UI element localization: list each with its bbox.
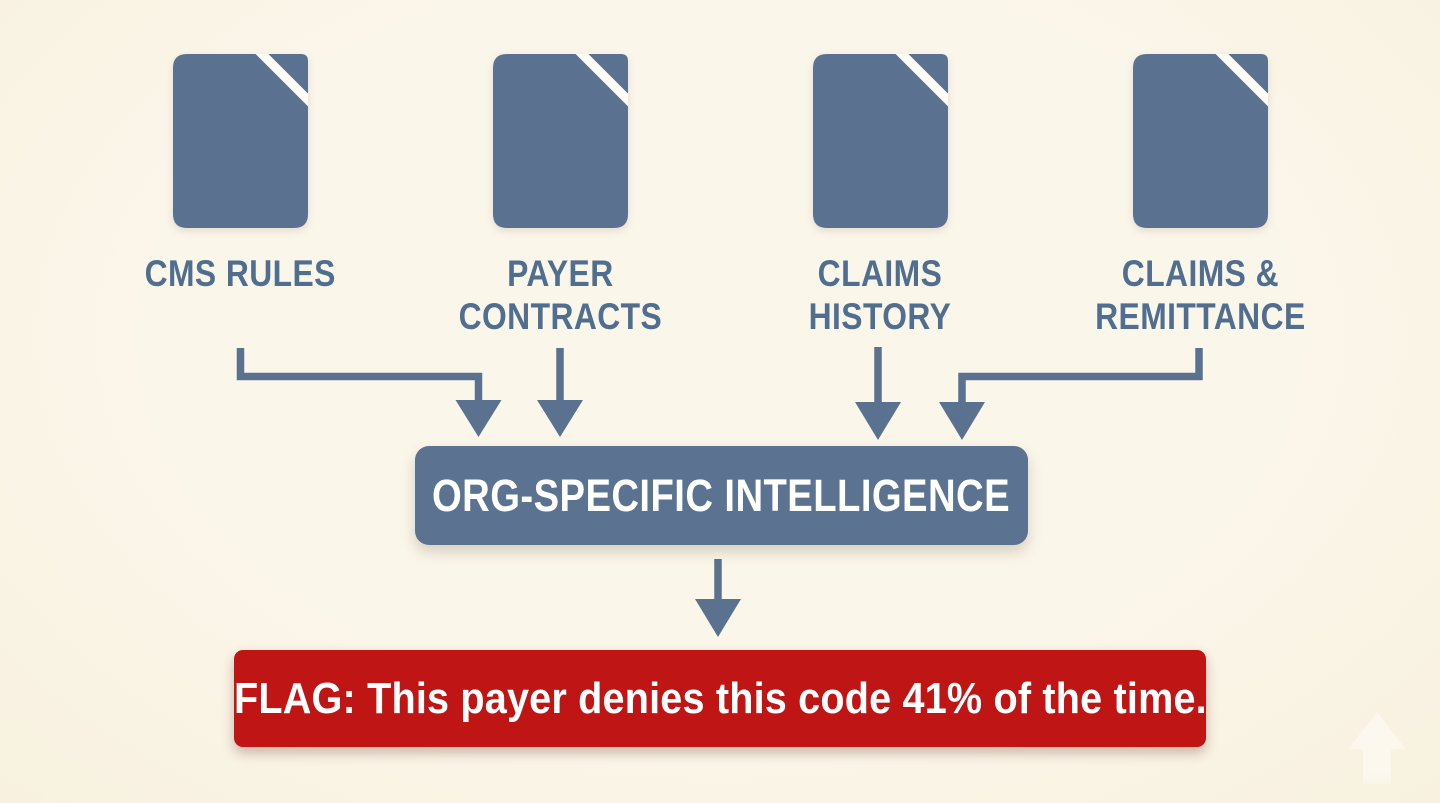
flag-label: FLAG: This payer denies this code 41% of… (233, 673, 1207, 723)
hub-box: ORG-SPECIFIC INTELLIGENCE (415, 446, 1028, 545)
source-claims-remittance: CLAIMS & REMITTANCE (1040, 54, 1360, 338)
arrow-payer-contracts-to-hub (537, 348, 583, 437)
hub-label: ORG-SPECIFIC INTELLIGENCE (432, 469, 1011, 521)
arrow-claims-remittance-to-hub (939, 348, 1203, 440)
document-icon (812, 54, 948, 228)
source-cms-rules: CMS RULES (80, 54, 400, 295)
document-icon (172, 54, 308, 228)
source-label: CMS RULES (144, 253, 336, 294)
source-label: CLAIMS & REMITTANCE (1094, 253, 1306, 337)
arrow-hub-to-flag (695, 559, 741, 637)
flag-banner: FLAG: This payer denies this code 41% of… (234, 650, 1206, 747)
source-label: CLAIMS HISTORY (808, 253, 952, 337)
document-icon (1132, 54, 1268, 228)
arrow-claims-history-to-hub (855, 347, 901, 440)
source-label: PAYER CONTRACTS (458, 253, 662, 337)
arrow-cms-rules-to-hub (236, 348, 502, 437)
source-claims-history: CLAIMS HISTORY (720, 54, 1040, 338)
source-payer-contracts: PAYER CONTRACTS (400, 54, 720, 338)
watermark-ghost (1348, 712, 1406, 784)
document-icon (492, 54, 628, 228)
